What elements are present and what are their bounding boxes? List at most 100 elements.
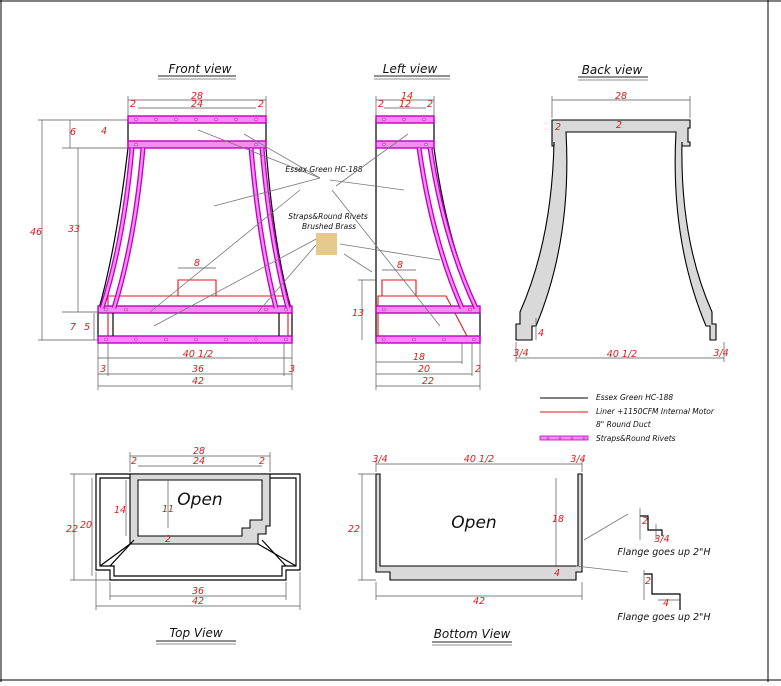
bottom-dim-40-1-2: 40 1/2 [464, 454, 494, 465]
callout-brass: Brushed Brass [302, 222, 356, 231]
front-dim-7: 7 [70, 322, 76, 333]
callouts: Essex Green HC-188 Straps&Round Rivets B… [285, 165, 368, 255]
flange-detail-2 [644, 573, 681, 610]
callout-straps: Straps&Round Rivets [288, 212, 368, 221]
left-rivets [382, 117, 476, 342]
top-dim-2-left: 2 [131, 456, 137, 467]
top-dim-36: 36 [192, 586, 204, 597]
bottom-dim-3-4-right: 3/4 [570, 454, 585, 465]
left-dim-2-left: 2 [378, 99, 384, 110]
left-dim-18: 18 [413, 352, 425, 363]
top-view: Open 28 24 2 2 22 20 14 11 2 36 42 [66, 446, 301, 610]
top-opening [137, 479, 263, 537]
bottom-open-label: Open [451, 513, 496, 533]
legend-straps: Straps&Round Rivets [596, 434, 676, 443]
front-view-title: Front view [169, 62, 232, 76]
bottom-dim-4: 4 [554, 568, 560, 579]
top-dim-14: 14 [114, 505, 126, 516]
front-dim-2-right: 2 [258, 99, 264, 110]
top-dim-20: 20 [80, 520, 92, 531]
flange-dim-2: 2 [642, 516, 648, 527]
front-dim-6: 6 [70, 127, 76, 138]
front-dim-5: 5 [84, 322, 90, 333]
front-dim-28: 28 [191, 91, 203, 102]
flange-note-2: Flange goes up 2"H [617, 612, 710, 623]
front-dim-46: 46 [30, 227, 42, 238]
legend-duct: 8" Round Duct [596, 420, 652, 429]
front-duct [177, 279, 217, 296]
front-liner [107, 295, 289, 338]
bottom-dim-42: 42 [473, 596, 485, 607]
left-dim-12: 12 [399, 99, 411, 110]
front-dim-3-left: 3 [100, 364, 106, 375]
flange-note-1: Flange goes up 2"H [617, 547, 710, 558]
front-dim-2-left: 2 [130, 99, 136, 110]
left-view: 14 12 2 2 13 8 18 20 22 2 [329, 91, 481, 390]
brass-swatch [316, 233, 337, 255]
front-strap-lower [97, 305, 293, 314]
top-dim-2: 2 [165, 534, 171, 545]
callout-paint: Essex Green HC-188 [285, 165, 362, 174]
left-dim-20: 20 [418, 364, 430, 375]
back-dim-4: 4 [538, 328, 544, 339]
top-dim-28: 28 [193, 446, 205, 457]
front-view: 28 24 2 2 46 6 4 33 7 5 8 40 1/2 36 42 3… [30, 91, 323, 390]
top-outer [95, 473, 301, 581]
legend-liner: Liner +1150CFM Internal Motor [596, 407, 715, 416]
back-dim-3-4-right: 3/4 [713, 348, 728, 359]
front-dim-3-right: 3 [289, 364, 295, 375]
bottom-dim-3-4-left: 3/4 [372, 454, 387, 465]
front-rivets [104, 117, 288, 342]
front-dim-4: 4 [101, 126, 107, 137]
back-dim-28: 28 [615, 91, 627, 102]
bottom-view-title: Bottom View [434, 627, 511, 641]
legend: Essex Green HC-188 Liner +1150CFM Intern… [539, 393, 715, 443]
front-dim-36: 36 [192, 364, 204, 375]
top-dim-22: 22 [66, 524, 78, 535]
front-dim-40-1-2: 40 1/2 [183, 349, 213, 360]
left-dim-2-right: 2 [427, 99, 433, 110]
flange-dim-4: 4 [663, 598, 669, 609]
bottom-frame-gray [375, 473, 583, 581]
top-dim-42: 42 [192, 596, 204, 607]
back-frame [515, 119, 717, 341]
left-strap-lower [375, 305, 481, 314]
bottom-dim-18: 18 [552, 514, 564, 525]
left-dim-13: 13 [352, 308, 364, 319]
back-view-title: Back view [582, 63, 643, 77]
front-dim-24: 24 [191, 99, 203, 110]
back-dim-2-mid: 2 [616, 120, 622, 131]
back-view: 28 2 2 4 40 1/2 3/4 3/4 [513, 91, 729, 362]
front-dim-duct-8: 8 [194, 258, 200, 269]
front-dim-42: 42 [192, 376, 204, 387]
legend-essex: Essex Green HC-188 [596, 393, 673, 402]
left-strap-upper [375, 140, 435, 149]
top-dim-11: 11 [162, 504, 174, 515]
left-dim-14: 14 [401, 91, 413, 102]
flange-details: 2 3/4 Flange goes up 2"H 2 4 Flange goes… [617, 508, 711, 623]
flange-dim-3-4: 3/4 [654, 534, 669, 545]
left-dim-2: 2 [475, 364, 481, 375]
bottom-dim-22: 22 [348, 524, 360, 535]
front-strap-upper [127, 140, 267, 149]
front-dim-33: 33 [68, 224, 80, 235]
view-titles: Front view Left view Back view Top View … [156, 62, 648, 646]
left-strap-bottom [375, 335, 481, 344]
top-dim-2-right: 2 [259, 456, 265, 467]
left-liner [377, 295, 469, 339]
left-dim-duct-8: 8 [397, 260, 403, 271]
back-dim-2-side: 2 [555, 122, 561, 133]
left-view-title: Left view [383, 62, 438, 76]
legend-strap-swatch [539, 435, 589, 441]
top-open-label: Open [177, 490, 222, 510]
flange-dim-2b: 2 [645, 576, 651, 587]
top-view-title: Top View [169, 626, 223, 640]
top-dim-24: 24 [193, 456, 205, 467]
bottom-view: Open 3/4 40 1/2 3/4 22 18 4 42 [348, 454, 629, 607]
flange-detail-1 [640, 515, 663, 536]
left-duct [381, 279, 417, 296]
back-dim-3-4-left: 3/4 [513, 348, 528, 359]
back-dim-40-1-2: 40 1/2 [607, 349, 637, 360]
